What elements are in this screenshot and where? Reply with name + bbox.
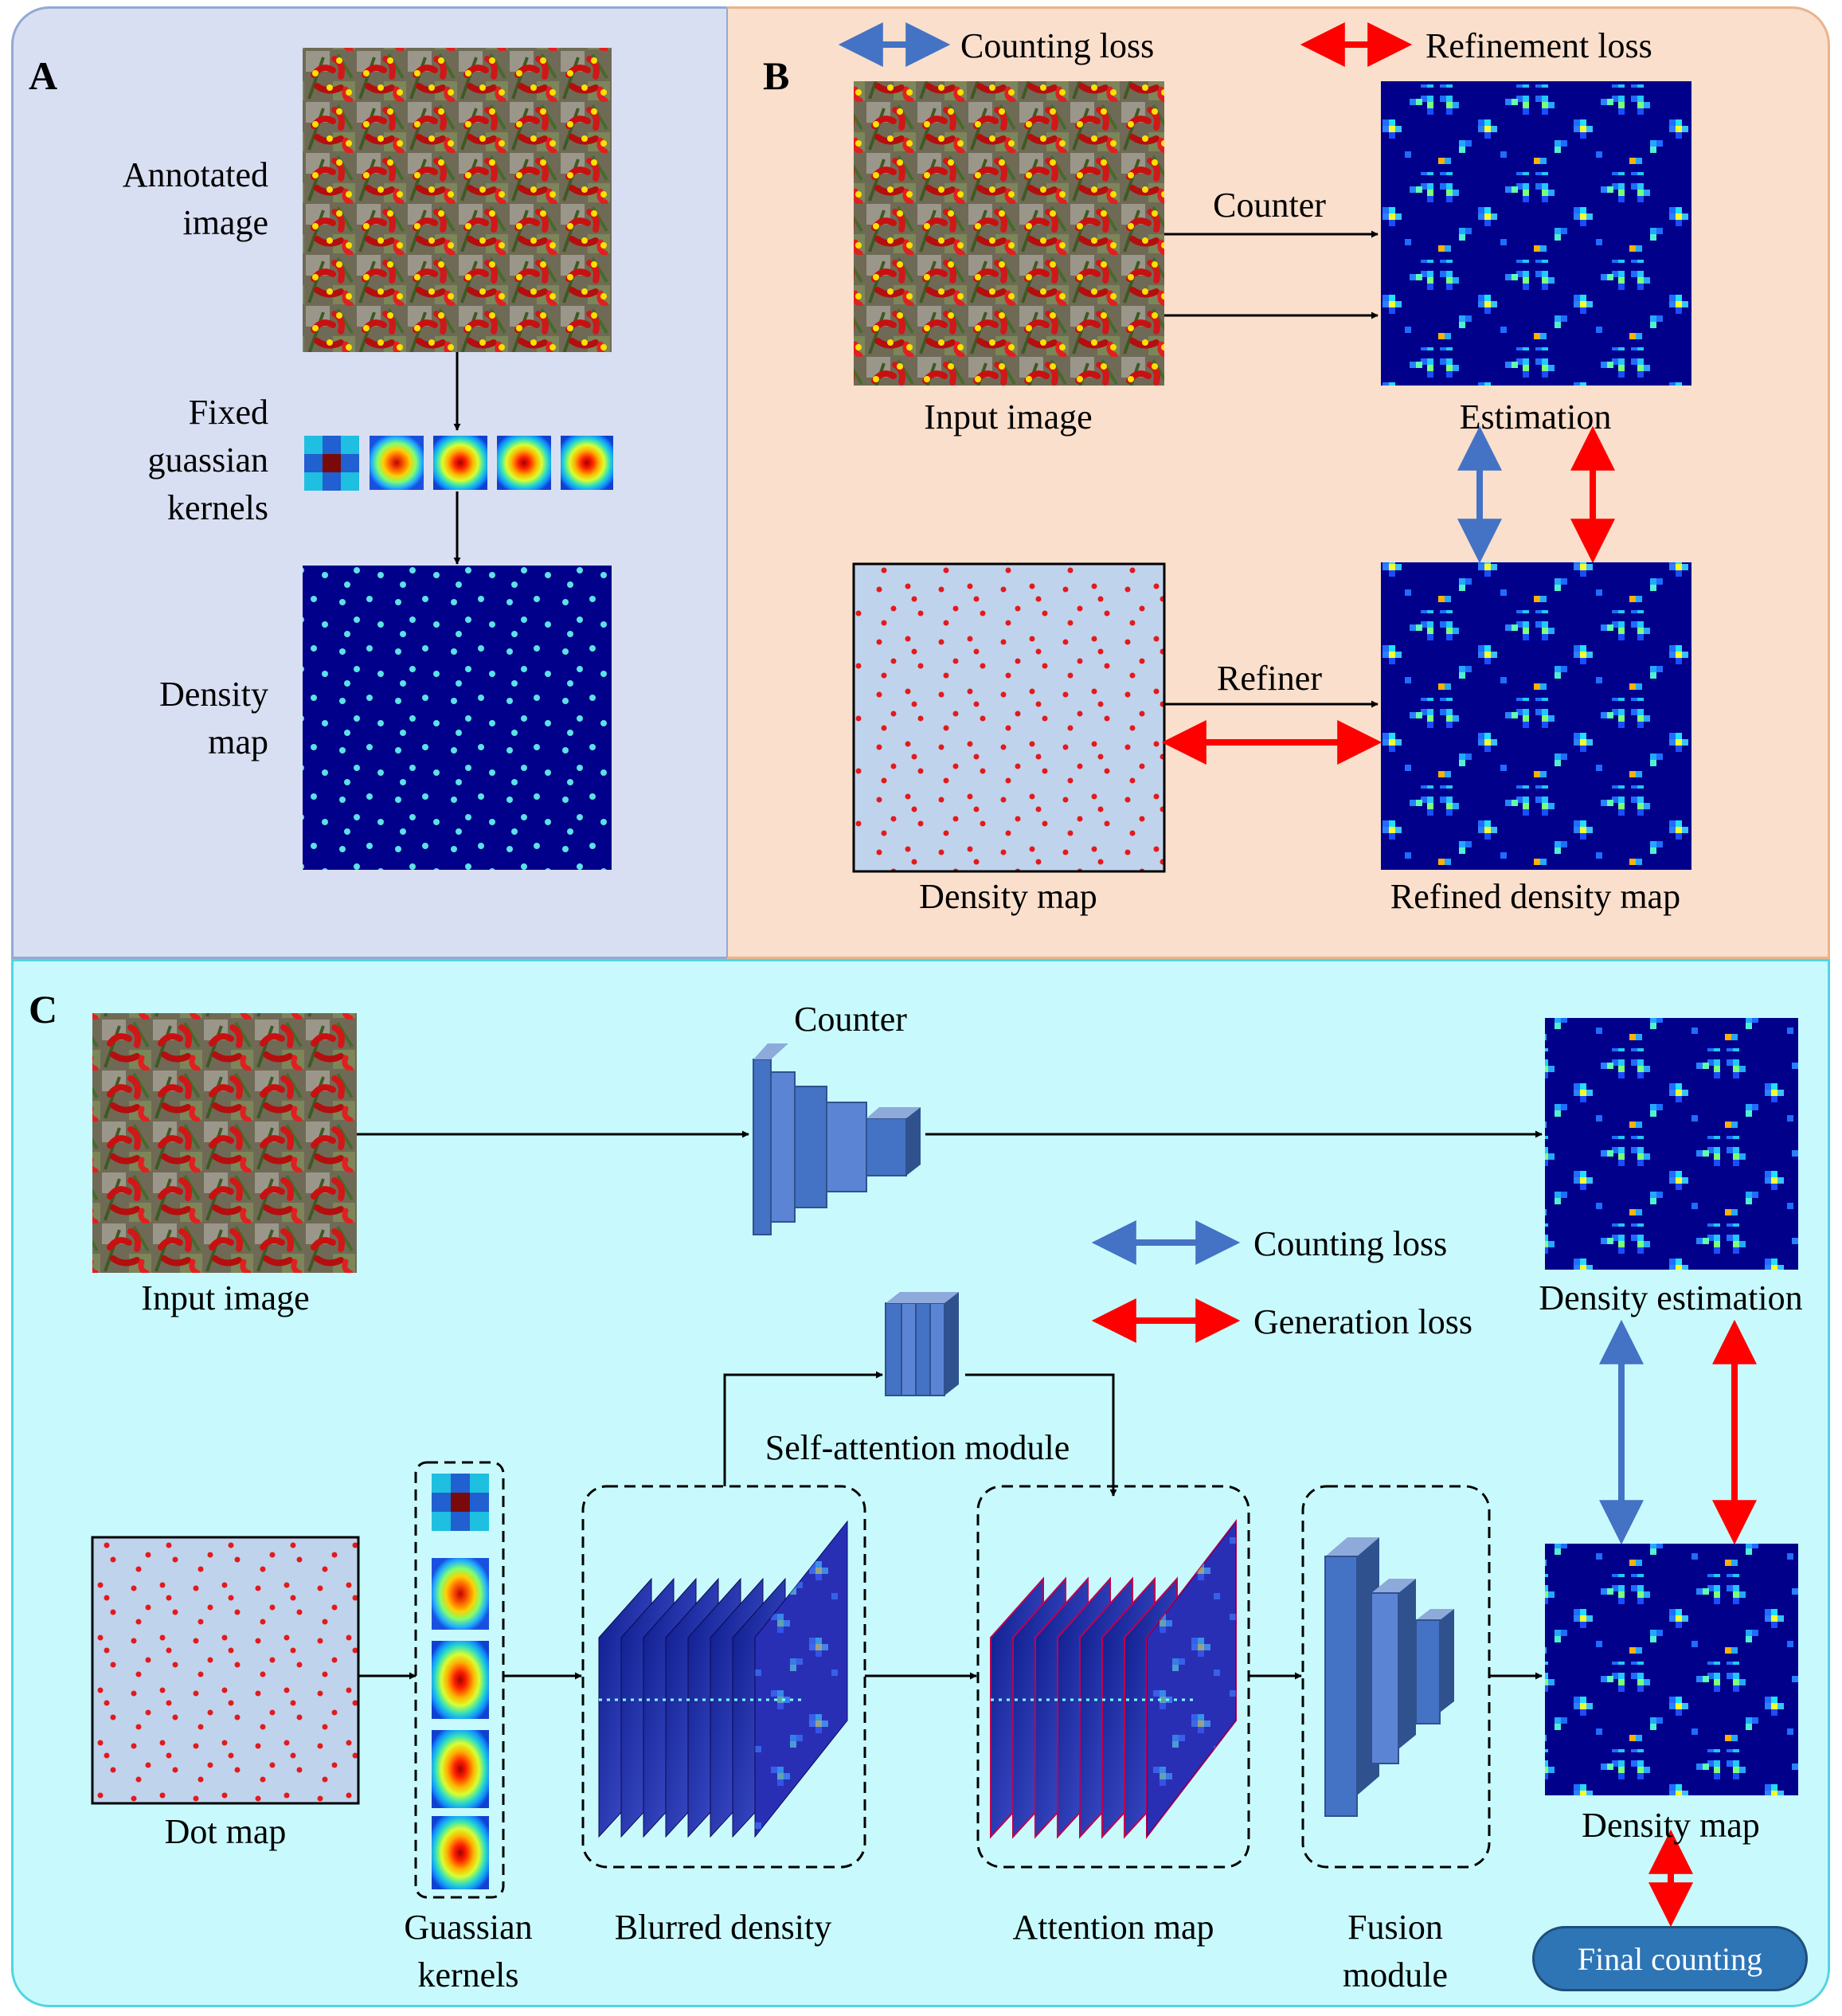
counter-network-icon [753,1043,921,1235]
label-fixed-line3: kernels [166,488,268,527]
panel-b-input-image [854,81,1164,386]
fusion-network-icon [1324,1537,1454,1817]
panel-b-density-map [852,562,1166,873]
panel-a-letter: A [29,53,58,98]
label-c-input-image: Input image [141,1278,310,1317]
label-c-fusion-line1: Fusion [1347,1908,1443,1947]
panel-b-estimation [1381,81,1691,386]
kernel-4 [561,436,613,490]
label-c-kernels-line1: Guassian [404,1908,533,1947]
label-c-dot-map: Dot map [164,1812,287,1851]
label-annotated-line1: Annotated [122,155,268,194]
panel-c-density-estimation [1545,1018,1798,1270]
panel-a-density-map [303,566,612,870]
panel-c-input-image [92,1013,357,1273]
kernel-2 [433,436,487,490]
label-b-estimation: Estimation [1459,397,1612,436]
kernel-3 [497,436,551,490]
panel-b-refined-density-map [1381,562,1691,870]
arrow-c-blurred-to-attention-module [723,1371,883,1486]
label-c-fusion-line2: module [1343,1955,1448,1994]
label-c-attention-map: Attention map [1012,1908,1214,1947]
legend-c-generation-label: Generation loss [1253,1302,1472,1341]
label-c-density-estimation: Density estimation [1539,1278,1803,1317]
label-b-counter: Counter [1213,186,1326,225]
kernels-group-frame [414,1461,505,1899]
label-density-line2: map [208,722,268,761]
fixed-kernels-strip [304,436,613,491]
panel-c-dot-map [91,1536,360,1805]
final-counting-badge: Final counting [1532,1926,1808,1991]
c-kernel-2 [432,1641,489,1719]
label-b-refined-density-map: Refined density map [1390,877,1681,916]
label-c-blurred-density: Blurred density [614,1908,832,1947]
label-c-counter: Counter [794,1000,907,1039]
panel-c-density-map [1545,1544,1798,1795]
panel-b-letter: B [763,53,790,98]
kernel-1 [370,436,424,490]
kernel-0 [304,436,359,491]
c-kernel-0 [432,1474,489,1531]
blurred-density-stack [598,1520,848,1838]
self-attention-icon [885,1292,959,1396]
label-c-self-attention: Self-attention module [765,1428,1070,1467]
label-fixed-line2: guassian [147,440,268,480]
legend-b-refinement-label: Refinement loss [1425,26,1652,65]
label-b-density-map: Density map [919,877,1097,916]
c-kernel-4 [432,1816,489,1889]
annotated-image [303,48,612,352]
final-counting-label: Final counting [1577,1940,1763,1977]
label-b-input-image: Input image [924,397,1093,436]
panel-c-letter: C [29,987,58,1031]
c-kernel-3 [432,1730,489,1808]
attention-map-stack [990,1519,1237,1839]
label-annotated-line2: image [182,203,268,242]
label-b-refiner: Refiner [1217,659,1322,698]
arrow-c-attention-module-to-map [965,1373,1117,1497]
label-density-line1: Density [159,675,268,714]
legend-b-counting-label: Counting loss [960,26,1155,65]
label-fixed-line1: Fixed [188,393,268,432]
legend-c-counting-label: Counting loss [1253,1224,1448,1263]
label-c-density-map: Density map [1582,1806,1760,1845]
label-c-kernels-line2: kernels [417,1955,519,1994]
c-kernel-1 [432,1558,489,1630]
